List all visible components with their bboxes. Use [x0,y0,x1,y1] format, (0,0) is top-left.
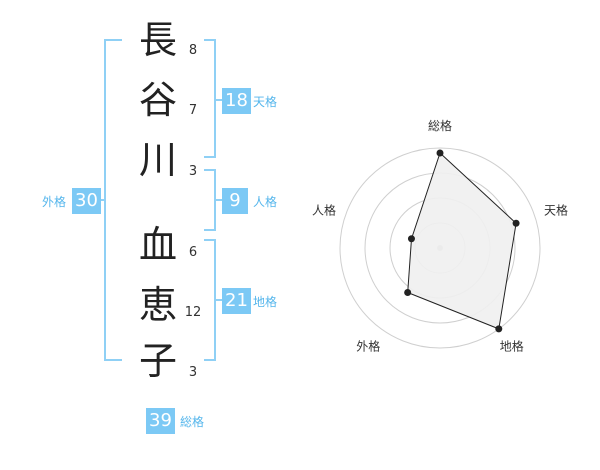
stroke-brackets [98,39,222,361]
radar-axis-label: 総格 [428,118,452,133]
radar-point [436,149,444,157]
radar-point [404,288,412,296]
radar-series-polygon [407,152,517,330]
chikaku-score-badge: 21 [222,288,251,314]
soukaku-score-badge: 39 [146,408,175,434]
tenkaku-score-badge: 18 [222,88,251,114]
name-char-2: 谷 [138,78,177,122]
radar-points [404,149,520,333]
stroke-count-6: 3 [188,365,198,380]
chikaku-label: 地格 [253,295,278,309]
gaikaku-score-badge: 30 [72,188,101,214]
stroke-count-2: 7 [188,103,198,118]
jinkaku-label: 人格 [253,195,278,209]
radar-axis-label: 外格 [356,339,380,354]
radar-point [512,219,520,227]
jinkaku-score-badge: 9 [222,188,248,214]
gaikaku-label: 外格 [42,195,67,209]
name-char-5: 恵 [138,283,177,327]
radar-point [495,325,503,333]
name-char-3: 川 [138,138,177,182]
stroke-count-3: 3 [188,164,198,179]
radar-axis-label: 地格 [500,339,524,354]
name-char-1: 長 [138,18,177,62]
stroke-count-4: 6 [188,245,198,260]
radar-point [407,235,415,243]
tenkaku-label: 天格 [253,95,278,109]
radar-axis-label: 天格 [544,202,568,217]
stroke-count-5: 12 [184,305,202,320]
stroke-count-1: 8 [188,43,198,58]
name-char-4: 血 [138,223,177,267]
name-char-6: 子 [138,339,177,383]
radar-ring [339,147,541,349]
radar-axis-label: 人格 [312,202,336,217]
soukaku-label: 総格 [180,415,205,429]
